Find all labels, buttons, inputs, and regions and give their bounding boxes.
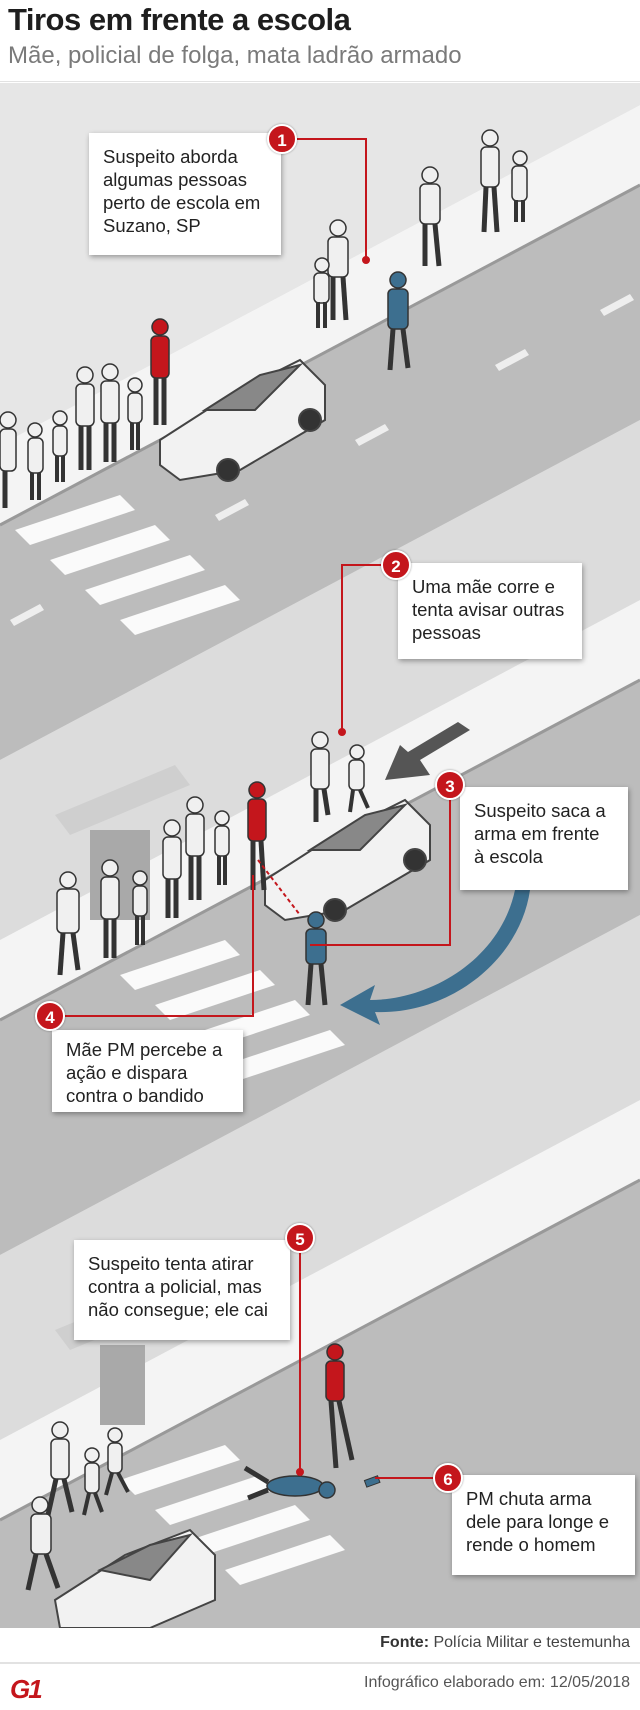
car	[159, 358, 326, 482]
page-subtitle: Mãe, policial de folga, mata ladrão arma…	[8, 42, 462, 69]
direction-arrow	[385, 722, 470, 780]
mother-figure	[150, 318, 355, 1469]
callout-text: PM chuta arma dele para longe e rende o …	[466, 1488, 609, 1555]
footer-divider	[0, 1662, 640, 1664]
callout-connectors	[65, 138, 451, 1479]
car	[264, 798, 431, 922]
g1-logo: G1	[10, 1674, 43, 1704]
suspect-figure	[243, 271, 411, 1501]
source-text: Polícia Militar e testemunha	[433, 1634, 630, 1651]
suspect-movement-arrow	[340, 890, 530, 1025]
source-label: Fonte:	[380, 1634, 430, 1651]
callout-step-4: Mãe PM percebe a ação e dispara contra o…	[52, 1030, 243, 1112]
shot-trajectory	[257, 859, 301, 916]
callout-step-5: Suspeito tenta atirar contra a policial,…	[74, 1240, 290, 1340]
callout-text: Suspeito saca a arma em frente à escola	[474, 800, 606, 867]
step-badge-2: 2	[381, 550, 411, 580]
callout-text: Suspeito aborda algumas pessoas perto de…	[103, 146, 261, 236]
step-badge-5: 5	[285, 1223, 315, 1253]
callout-step-1: Suspeito aborda algumas pessoas perto de…	[89, 133, 281, 255]
step-badge-6: 6	[433, 1463, 463, 1493]
people	[0, 129, 528, 1591]
step-badge-4: 4	[35, 1001, 65, 1031]
callout-step-2: Uma mãe corre e tenta avisar outras pess…	[398, 563, 582, 659]
crosswalk	[15, 495, 240, 635]
lane-markings	[10, 294, 634, 626]
step-badge-1: 1	[267, 124, 297, 154]
callout-text: Uma mãe corre e tenta avisar outras pess…	[412, 576, 565, 643]
illustration-scene	[0, 83, 640, 1628]
header: Tiros em frente a escola Mãe, policial d…	[0, 0, 640, 82]
page-title: Tiros em frente a escola	[8, 2, 351, 37]
sidewalk	[0, 600, 640, 1020]
sidewalk	[0, 1100, 640, 1520]
car	[53, 1528, 216, 1628]
callout-text: Mãe PM percebe a ação e dispara contra o…	[66, 1039, 223, 1106]
date-note: Infográfico elaborado em: 12/05/2018	[364, 1674, 630, 1691]
callout-step-3: Suspeito saca a arma em frente à escola	[460, 787, 628, 890]
source-note: Fonte: Polícia Militar e testemunha	[380, 1634, 630, 1652]
callout-text: Suspeito tenta atirar contra a policial,…	[88, 1253, 268, 1320]
step-badge-3: 3	[435, 770, 465, 800]
crosswalk	[120, 1445, 345, 1585]
callout-step-6: PM chuta arma dele para longe e rende o …	[452, 1475, 635, 1575]
